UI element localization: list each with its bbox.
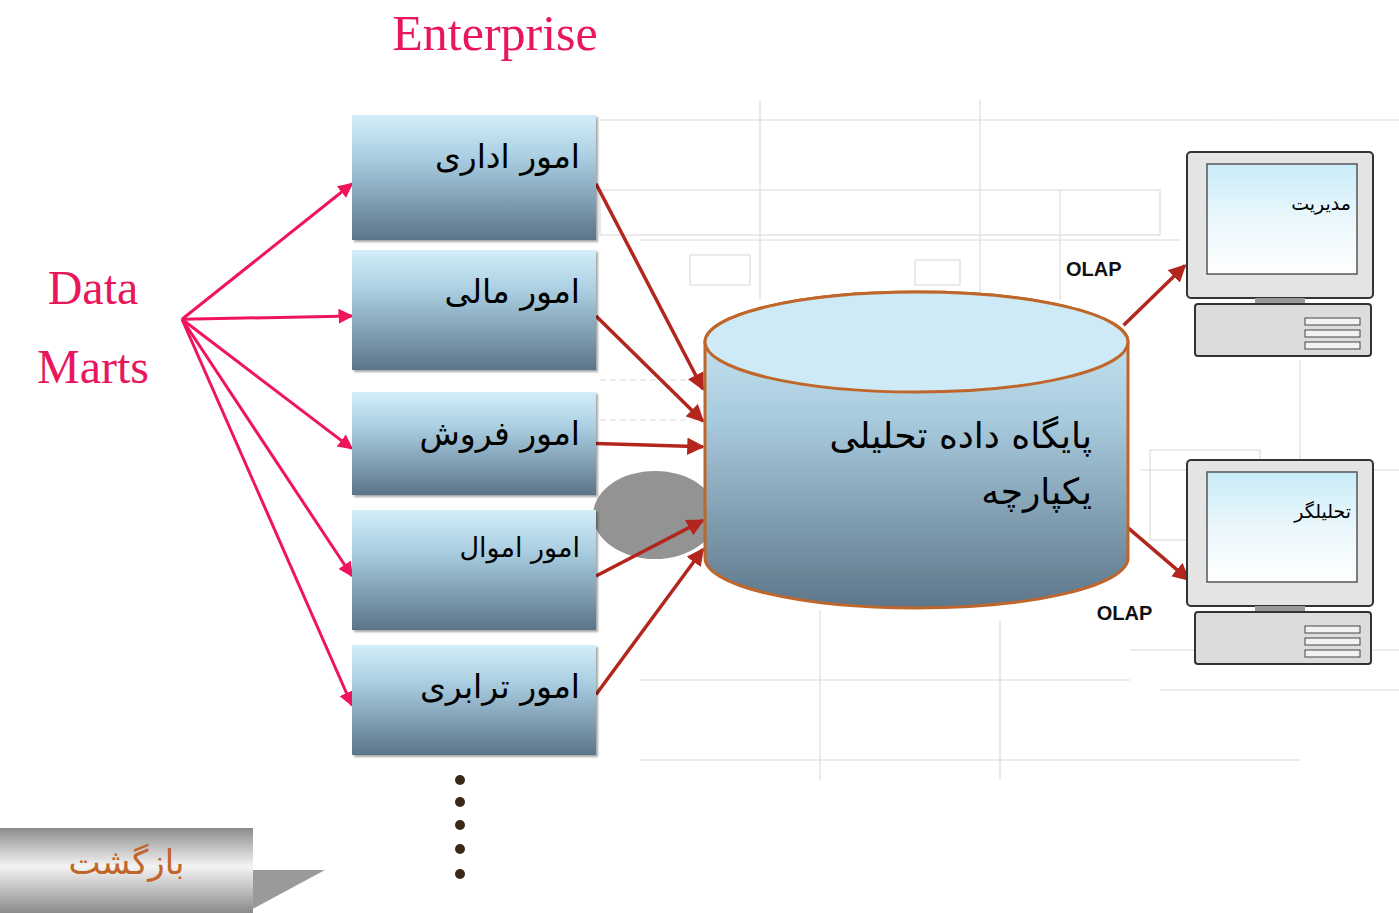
edge-label: OLAP <box>1094 602 1156 625</box>
box-label: امور اداری <box>435 137 580 176</box>
diagram-title: Enterprise <box>330 4 660 62</box>
pointer-arrow <box>182 319 352 576</box>
pointer-arrow <box>182 319 352 448</box>
cylinder-top <box>705 292 1128 392</box>
data-mart-box: امور اموال <box>352 510 596 630</box>
computer-illustration <box>1185 458 1375 668</box>
flow-arrow <box>596 444 703 447</box>
database-cylinder: پایگاه داده تحلیلی یکپارچه <box>703 290 1130 610</box>
flow-arrow <box>596 520 703 576</box>
flow-arrow <box>596 184 703 389</box>
flow-arrow <box>1119 520 1188 579</box>
computer-terminal: تحلیلگر <box>1185 458 1375 668</box>
data-mart-box: امور مالی <box>352 250 596 370</box>
box-label: امور مالی <box>444 272 580 311</box>
flow-arrow <box>596 549 703 694</box>
edge-label: OLAP <box>1063 258 1125 281</box>
flow-arrow <box>596 316 703 421</box>
pointer-arrow <box>182 184 352 320</box>
pointer-arrow <box>182 319 352 705</box>
data-mart-box: امور فروش <box>352 392 596 495</box>
screen-label: مدیریت <box>1211 192 1351 214</box>
box-label: امور ترابری <box>420 667 580 706</box>
data-mart-box: امور ترابری <box>352 645 596 755</box>
pointer-arrow <box>182 316 352 319</box>
continuation-dots <box>455 775 465 879</box>
screen-label: تحلیلگر <box>1211 500 1351 522</box>
box-label: امور فروش <box>419 414 580 453</box>
cylinder-body <box>705 292 1128 608</box>
button-wedge <box>245 870 325 913</box>
database-label: پایگاه داده تحلیلی یکپارچه <box>733 408 1100 520</box>
computer-illustration <box>1185 150 1375 360</box>
computer-terminal: مدیریت <box>1185 150 1375 360</box>
faint-schematic <box>600 100 1399 780</box>
data-mart-box: امور اداری <box>352 115 596 240</box>
button-label: بازگشت <box>8 842 245 882</box>
back-button: بازگشت <box>0 828 253 913</box>
group-label: Data Marts <box>8 248 178 406</box>
box-label: امور اموال <box>459 532 580 563</box>
flow-arrow <box>1124 266 1185 326</box>
